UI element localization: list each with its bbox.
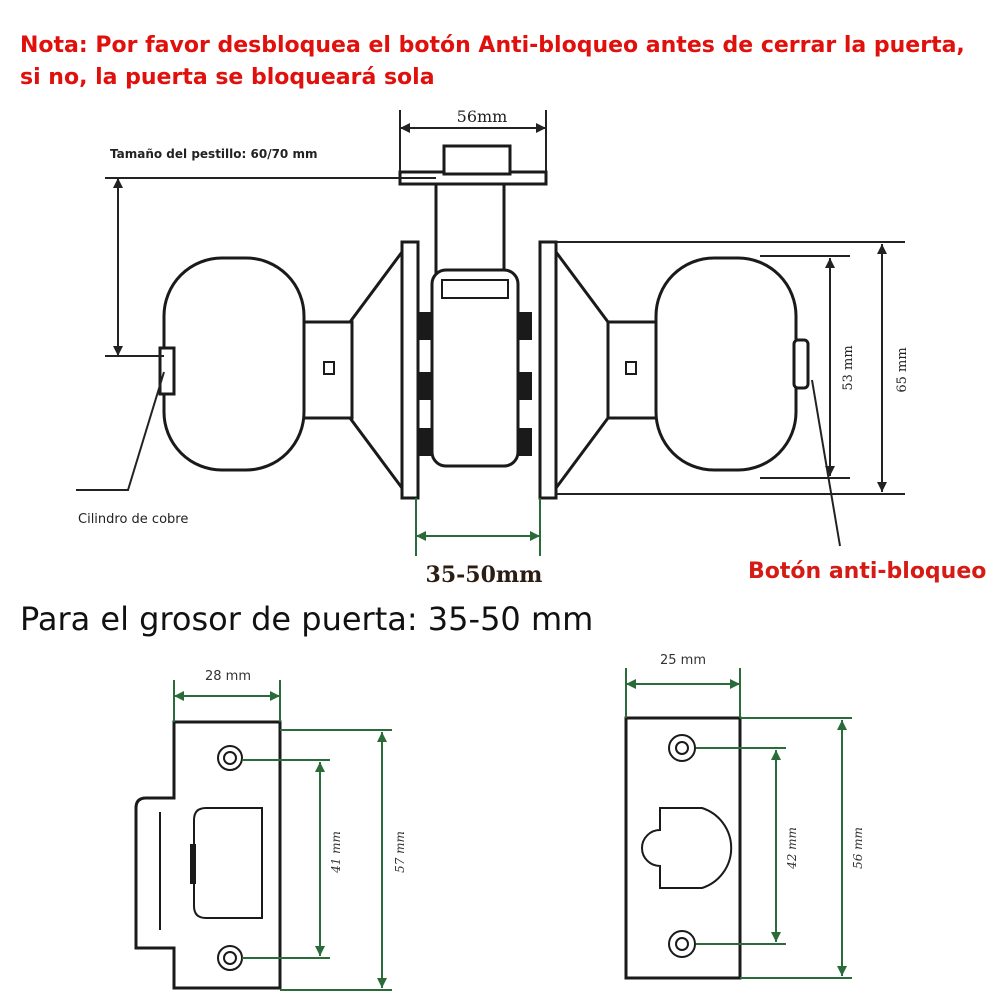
door-thickness-title: Para el grosor de puerta: 35-50 mm: [20, 600, 594, 638]
strike-plate-right: 25 mm 42 mm 56 mm: [624, 653, 865, 980]
latch-size-label: Tamaño del pestillo: 60/70 mm: [110, 147, 317, 161]
dimension-heights: 53 mm 65 mm: [556, 241, 910, 495]
warning-note: Nota: Por favor desbloquea el botón Anti…: [20, 33, 965, 90]
lock-chassis: [430, 268, 520, 468]
strike-left-opening: [193, 807, 263, 919]
chassis-slot: [441, 279, 509, 299]
strike-plate-left-outline: [134, 720, 282, 990]
right-rose: [554, 247, 610, 493]
right-knob-neck: [606, 320, 660, 420]
spring-bar: [518, 428, 532, 456]
strike-right-height-label: 56 mm: [851, 827, 865, 869]
screw-hole-icon: [668, 930, 696, 958]
screw-hole-icon: [217, 745, 243, 771]
right-rose-plate: [538, 240, 558, 500]
inner-height-label: 53 mm: [841, 345, 856, 390]
outer-knob: [162, 256, 306, 472]
spring-bar: [518, 372, 532, 400]
strike-left-height-label: 57 mm: [393, 831, 407, 873]
spring-bar: [418, 428, 432, 456]
left-knob-neck: [300, 320, 354, 420]
knob-lock-drawing: [158, 144, 810, 500]
right-knob-hole: [625, 361, 637, 375]
anti-lock-button: [792, 338, 810, 390]
cylinder-callout: Cilindro de cobre: [76, 371, 188, 527]
latch-tube: [434, 182, 506, 276]
strike-left-width-label: 28 mm: [205, 669, 251, 684]
left-rose-plate: [400, 240, 420, 500]
strike-left-spacing-label: 41 mm: [329, 831, 343, 874]
spring-bar: [518, 312, 532, 340]
left-rose: [348, 247, 404, 493]
dimension-latch: Tamaño del pestillo: 60/70 mm: [105, 147, 436, 357]
left-knob-hole: [323, 361, 335, 375]
thickness-label: 35-50mm: [426, 562, 543, 588]
strike-right-width-label: 25 mm: [660, 653, 706, 668]
dimension-top-width: 56mm: [399, 107, 547, 172]
key-cylinder: [158, 346, 176, 396]
dimension-thickness: 35-50mm: [415, 498, 543, 588]
spring-bar: [418, 312, 432, 340]
outer-height-label: 65 mm: [895, 347, 910, 392]
strike-plate-left: 28 mm 41 mm 57 mm: [134, 669, 407, 991]
spring-bar: [418, 372, 432, 400]
cylinder-label: Cilindro de cobre: [78, 512, 188, 527]
anti-lock-button-label: Botón anti-bloqueo: [748, 559, 986, 584]
top-width-label: 56mm: [457, 107, 508, 126]
latch-bolt: [442, 144, 512, 176]
screw-hole-icon: [668, 734, 696, 762]
inner-knob: [654, 256, 798, 472]
strike-right-opening: [641, 807, 733, 889]
strike-right-spacing-label: 42 mm: [785, 827, 799, 870]
anti-lock-callout: Botón anti-bloqueo: [748, 379, 986, 584]
